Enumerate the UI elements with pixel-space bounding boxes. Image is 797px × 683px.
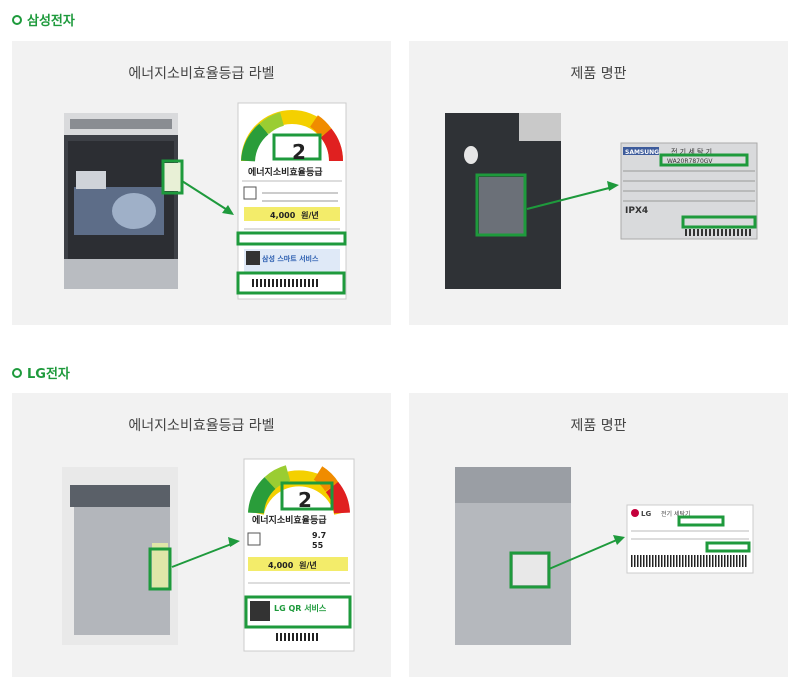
lg-nameplate-illustration: LG 전기 세탁기	[455, 467, 754, 645]
washer-side-photo	[445, 113, 561, 289]
annual-cost: 4,000	[270, 211, 296, 220]
circle-bullet-icon	[12, 367, 22, 378]
arrow-icon	[526, 181, 619, 210]
arrow-icon	[171, 537, 240, 568]
label-heading: 에너지소비효율등급	[248, 166, 323, 178]
grade-number: 2	[298, 488, 312, 512]
plate-header: 전기 세탁기	[661, 510, 691, 518]
barcode-icon	[685, 229, 753, 236]
barcode-icon	[274, 633, 318, 641]
barcode-icon	[631, 555, 747, 567]
plate-ipx: IPX4	[625, 206, 648, 216]
label-heading: 에너지소비효율등급	[252, 514, 327, 526]
samsung-nameplate-illustration: SAMSUNG 전 기 세 탁 기 WA20R7870GV IPX4	[445, 113, 758, 289]
washer-photo	[62, 467, 178, 645]
washer-photo	[64, 113, 178, 289]
highlight-box	[509, 551, 551, 589]
rating-value-2: 55	[312, 541, 324, 550]
plate-header: 전 기 세 탁 기	[671, 147, 712, 156]
panel-title: 에너지소비효율등급 라벨	[128, 418, 275, 434]
panel-samsung-energy-label: 에너지소비효율등급 라벨 2 에	[12, 41, 391, 325]
rating-value-1: 9.7	[312, 531, 326, 540]
panel-samsung-nameplate: 제품 명판 SAMSUNG 전 기 세 탁 기 WA20R7870GV IPX4	[409, 41, 788, 325]
washer-side-photo	[455, 467, 571, 645]
energy-label-card: 2 에너지소비효율등급 4,000 원/년 삼성 스마트 서비스	[236, 102, 347, 300]
grade-number: 2	[292, 140, 306, 164]
plate-model: WA20R7870GV	[667, 158, 713, 165]
brand-title-lg: LG전자	[12, 363, 70, 382]
circle-bullet-icon	[12, 14, 22, 25]
lg-energy-illustration: 2 에너지소비효율등급 9.7 55 4,000 원/년 LG QR 서비스	[62, 458, 355, 652]
nameplate-card: LG 전기 세탁기	[626, 504, 754, 574]
brand-name: 삼성전자	[27, 14, 75, 29]
annual-cost-unit: 원/년	[301, 210, 319, 220]
highlight-box	[475, 173, 527, 237]
label-thumbnail	[164, 163, 181, 191]
service-name: LG QR 서비스	[274, 603, 327, 613]
plate-maker: LG	[641, 510, 651, 518]
arrow-icon	[181, 180, 234, 215]
highlight-box	[161, 159, 184, 195]
panel-title: 제품 명판	[570, 418, 627, 434]
barcode-icon	[250, 279, 320, 287]
service-name: 삼성 스마트 서비스	[262, 254, 319, 263]
nameplate-card: SAMSUNG 전 기 세 탁 기 WA20R7870GV IPX4	[620, 142, 758, 240]
samsung-energy-illustration: 2 에너지소비효율등급 4,000 원/년 삼성 스마트 서비스	[64, 102, 347, 300]
panel-lg-energy-label: 에너지소비효율등급 라벨 2 에너지소비효율등급 9.7 55	[12, 393, 391, 677]
energy-label-card: 2 에너지소비효율등급 9.7 55 4,000 원/년 LG QR 서비스	[243, 458, 355, 652]
svg-text:4,000 원/년: 4,000 원/년	[268, 560, 317, 570]
svg-text:4,000 원/년: 4,000 원/년	[270, 210, 319, 220]
annual-cost: 4,000	[268, 561, 294, 570]
panel-title: 에너지소비효율등급 라벨	[128, 66, 275, 82]
plate-maker: SAMSUNG	[625, 149, 659, 156]
highlight-box	[148, 547, 172, 591]
brand-name: LG전자	[27, 367, 70, 382]
annual-cost-unit: 원/년	[299, 560, 317, 570]
panel-title: 제품 명판	[570, 66, 627, 82]
brand-title-samsung: 삼성전자	[12, 10, 75, 29]
arrow-icon	[548, 535, 625, 570]
panel-lg-nameplate: 제품 명판 LG 전기 세탁기	[409, 393, 788, 677]
